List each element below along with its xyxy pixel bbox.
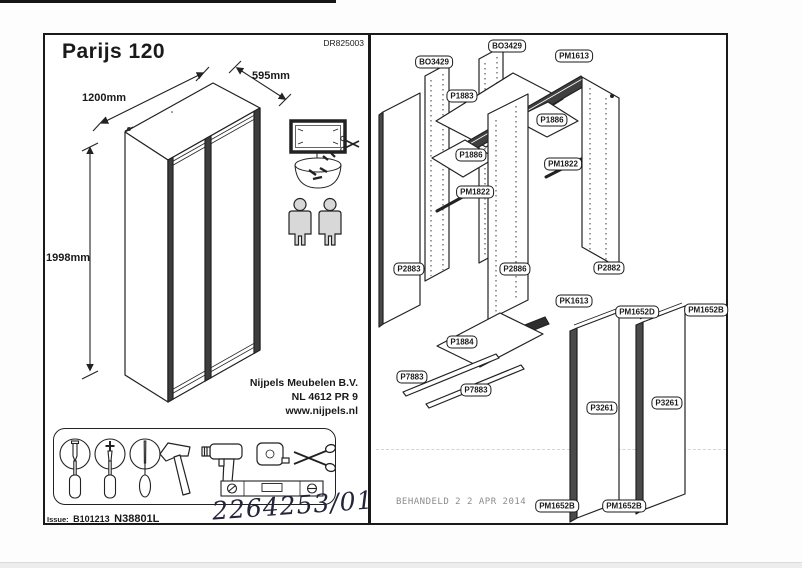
company-postcode: NL 4612 PR 9 bbox=[291, 391, 358, 403]
part-middle-panel bbox=[487, 93, 529, 321]
wardrobe-side-face bbox=[124, 131, 169, 403]
issue-line: Issue: B101213 N38801L bbox=[47, 509, 159, 527]
phillips-screwdriver-icon bbox=[94, 438, 126, 499]
part-side-panel-right bbox=[581, 76, 620, 269]
spirit-level-icon bbox=[220, 480, 324, 497]
company-website: www.nijpels.nl bbox=[285, 405, 358, 417]
part-bottom-shelf bbox=[436, 312, 544, 368]
part-plinth-strip bbox=[402, 353, 500, 397]
tv-strap-warning-icon bbox=[289, 119, 347, 158]
scan-edge-strip-top bbox=[0, 0, 336, 3]
warning-icons bbox=[288, 119, 360, 246]
door-profile-strip bbox=[204, 135, 212, 382]
hammer-icon bbox=[159, 442, 191, 496]
part-door-profile bbox=[569, 327, 578, 523]
issue-label: Issue: bbox=[47, 515, 69, 524]
company-address-block: Nijpels Meubelen B.V. NL 4612 PR 9 www.n… bbox=[200, 376, 358, 418]
drill-icon bbox=[201, 443, 243, 483]
part-side-panel-left bbox=[382, 92, 421, 325]
flathead-screwdriver-icon bbox=[59, 438, 91, 499]
door-profile-strip bbox=[253, 107, 261, 354]
wardrobe-front-face bbox=[167, 107, 261, 403]
exploded-view-diagram bbox=[378, 45, 686, 523]
part-door bbox=[576, 311, 620, 519]
dimension-arrows bbox=[81, 60, 292, 380]
company-name: Nijpels Meubelen B.V. bbox=[249, 377, 358, 389]
wardrobe-drawing bbox=[81, 60, 292, 403]
two-person-assembly-icon bbox=[288, 197, 342, 246]
door-profile-strip bbox=[167, 156, 174, 403]
issue-code-2: N38801L bbox=[114, 513, 160, 525]
part-door-profile bbox=[635, 321, 644, 515]
tape-measure-icon bbox=[256, 442, 290, 466]
dimension-width: 1200mm bbox=[81, 92, 127, 104]
bradawl-icon bbox=[129, 438, 161, 498]
scan-artifact-line bbox=[376, 449, 726, 450]
dimension-depth: 595mm bbox=[252, 70, 290, 82]
dimension-height: 1998mm bbox=[46, 252, 91, 264]
panel-divider bbox=[368, 33, 371, 525]
document-code: DR825003 bbox=[323, 38, 364, 48]
part-plinth-strip bbox=[425, 364, 525, 409]
scan-edge-strip-bottom bbox=[0, 562, 802, 568]
issue-code-1: B101213 bbox=[73, 514, 110, 524]
part-back-panel bbox=[424, 62, 450, 282]
scissors-icon bbox=[340, 135, 360, 153]
scissors-icon bbox=[293, 443, 337, 473]
processed-date-stamp: BEHANDELD 2 2 APR 2014 bbox=[396, 497, 527, 507]
page-title: Parijs 120 bbox=[62, 40, 166, 63]
small-parts-bowl-icon bbox=[294, 152, 342, 189]
part-door bbox=[642, 305, 686, 511]
